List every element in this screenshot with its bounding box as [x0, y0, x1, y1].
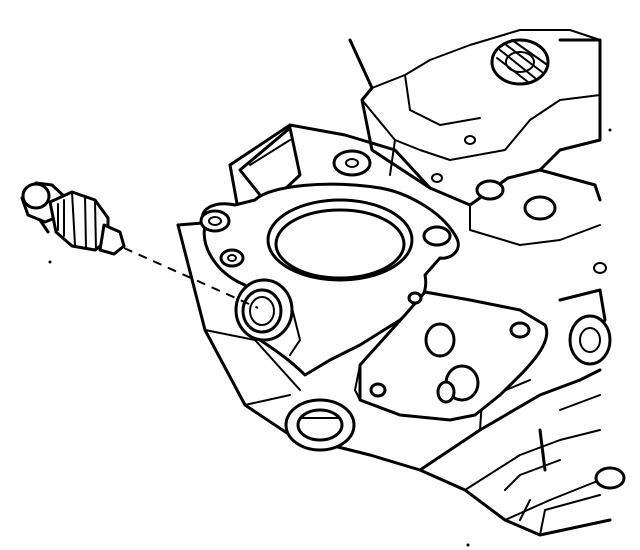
lower-port — [284, 398, 356, 452]
housing-dot-3 — [593, 262, 607, 274]
lower-ribs — [504, 394, 601, 521]
alignment-line — [123, 247, 259, 309]
temperature-sensor — [20, 181, 126, 256]
stud — [332, 149, 372, 177]
gasket-plate — [354, 290, 549, 422]
speck-2 — [466, 543, 470, 547]
speck-3 — [608, 128, 612, 132]
speck-1 — [48, 260, 52, 264]
housing-hole-1 — [475, 179, 505, 201]
housing-dot-2 — [464, 135, 476, 145]
housing-dot-1 — [431, 173, 443, 183]
right-boss — [568, 314, 626, 490]
sensor-port — [234, 278, 301, 356]
left-boss — [238, 126, 302, 207]
housing-hole-2 — [523, 195, 557, 221]
upper-housing — [348, 29, 602, 246]
top-bolt — [490, 38, 550, 86]
